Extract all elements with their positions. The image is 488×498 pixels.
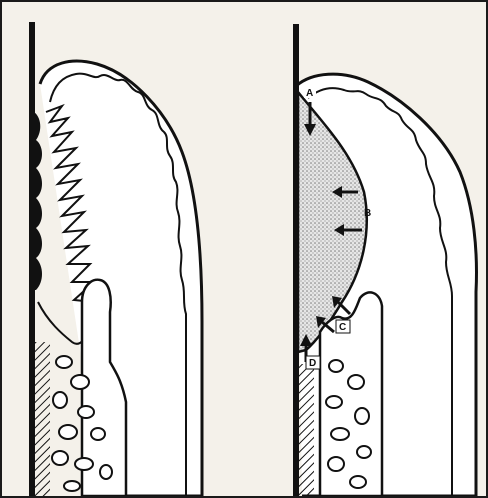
left-panel <box>32 22 202 496</box>
label-a: A <box>304 86 316 99</box>
label-b: B <box>364 208 371 219</box>
label-a-text: A <box>306 88 313 99</box>
label-c: C <box>336 320 350 333</box>
left-root-hatch <box>34 342 50 496</box>
label-d-text: D <box>309 358 316 369</box>
label-d: D <box>306 356 320 369</box>
right-panel: A B C D <box>296 24 476 496</box>
right-root-hatch <box>298 364 314 496</box>
label-c-text: C <box>339 322 346 333</box>
label-b-text: B <box>364 208 371 219</box>
